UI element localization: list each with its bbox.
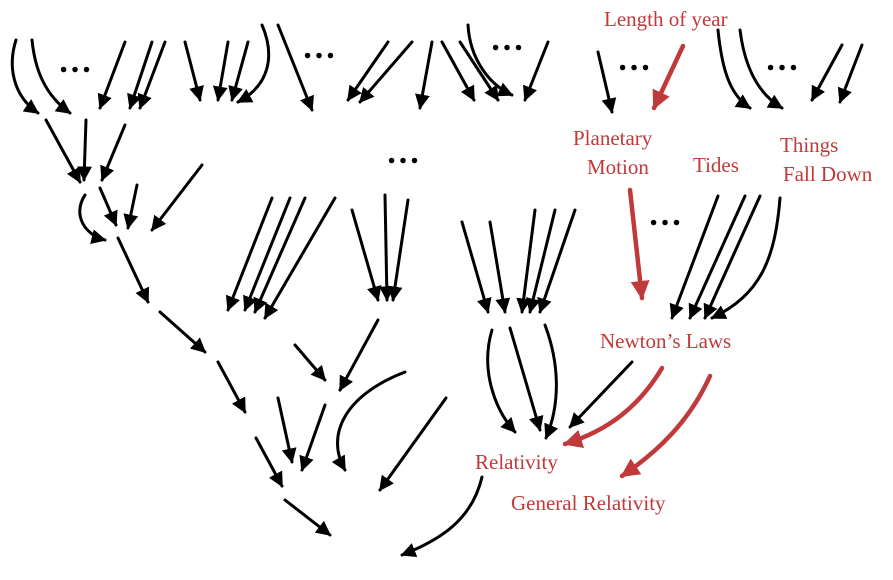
arrow — [486, 328, 517, 434]
arrow — [400, 475, 484, 558]
arrow — [276, 23, 314, 112]
arrow — [537, 208, 577, 314]
arrow — [225, 196, 274, 312]
arrow — [183, 40, 204, 102]
arrow — [116, 236, 150, 304]
node-newtons-laws: Newton’s Laws — [600, 329, 731, 353]
node-labels: Length of year Planetary Motion Tides Th… — [475, 7, 873, 515]
arrow — [523, 40, 550, 102]
red-arrow-newton-to-general-relativity — [619, 373, 713, 479]
node-general-relativity: General Relativity — [511, 491, 666, 515]
arrow — [253, 196, 307, 314]
arrow — [488, 220, 511, 314]
arrow — [378, 396, 448, 492]
arrow — [738, 28, 784, 110]
arrow — [688, 194, 747, 320]
ellipsis: … — [490, 21, 524, 58]
arrow — [525, 208, 557, 314]
ellipsis: … — [648, 196, 682, 233]
arrow — [98, 186, 118, 227]
arrow — [516, 208, 537, 314]
arrow — [458, 40, 500, 102]
ellipsis: … — [386, 134, 420, 171]
ellipsis: … — [617, 41, 651, 78]
arrow — [350, 208, 382, 302]
arrow — [837, 43, 864, 104]
arrow — [543, 323, 559, 440]
red-arrow-newton-to-relativity — [562, 365, 665, 448]
node-relativity: Relativity — [475, 450, 558, 474]
node-planetary-motion-line1: Planetary — [573, 126, 653, 150]
ellipsis: … — [302, 29, 336, 66]
arrow — [123, 183, 139, 230]
arrow — [263, 196, 337, 320]
node-length-of-year: Length of year — [604, 7, 728, 31]
arrow — [415, 40, 434, 110]
arrow — [236, 23, 271, 104]
red-arrow-year-to-planetary — [651, 43, 686, 111]
arrow — [216, 360, 247, 414]
ellipsis: … — [58, 43, 92, 80]
node-tides: Tides — [693, 153, 739, 177]
arrow — [338, 318, 380, 392]
black-arrows — [10, 23, 864, 558]
arrow — [283, 498, 332, 537]
arrow — [358, 40, 414, 104]
arrow — [76, 118, 92, 182]
arrow — [379, 193, 395, 302]
arrow — [703, 194, 762, 320]
arrow — [346, 40, 390, 102]
node-things-fall-down-line1: Things — [780, 133, 838, 157]
arrow — [568, 360, 634, 429]
arrow — [254, 436, 284, 488]
arrow — [100, 123, 127, 182]
arrow — [150, 163, 204, 232]
arrow — [212, 40, 230, 102]
arrow — [228, 40, 250, 102]
arrow — [596, 50, 617, 114]
arrow — [293, 343, 327, 382]
arrow — [331, 370, 407, 472]
arrow — [137, 40, 167, 110]
node-planetary-motion-line2: Motion — [587, 155, 649, 179]
arrow — [810, 43, 844, 102]
red-arrows — [562, 43, 713, 479]
ellipses: … … … … … … … — [58, 21, 799, 233]
node-things-fall-down-line2: Fall Down — [783, 162, 873, 186]
arrow — [460, 220, 492, 314]
arrow — [243, 196, 292, 312]
arrow — [30, 38, 72, 115]
arrow — [276, 396, 297, 464]
arrow — [716, 28, 752, 110]
arrow — [387, 198, 410, 302]
ellipsis: … — [765, 41, 799, 78]
arrow — [127, 40, 154, 110]
arrow — [78, 193, 107, 244]
arrow — [10, 38, 40, 115]
arrow — [466, 23, 514, 97]
arrow — [299, 403, 327, 472]
arrow — [710, 196, 782, 320]
arrow — [44, 118, 82, 184]
arrow — [97, 40, 127, 110]
red-arrow-planetary-to-newton — [627, 187, 650, 301]
arrow — [508, 326, 544, 432]
arrow — [158, 310, 207, 354]
arrow — [669, 194, 720, 320]
arrow — [440, 40, 476, 102]
